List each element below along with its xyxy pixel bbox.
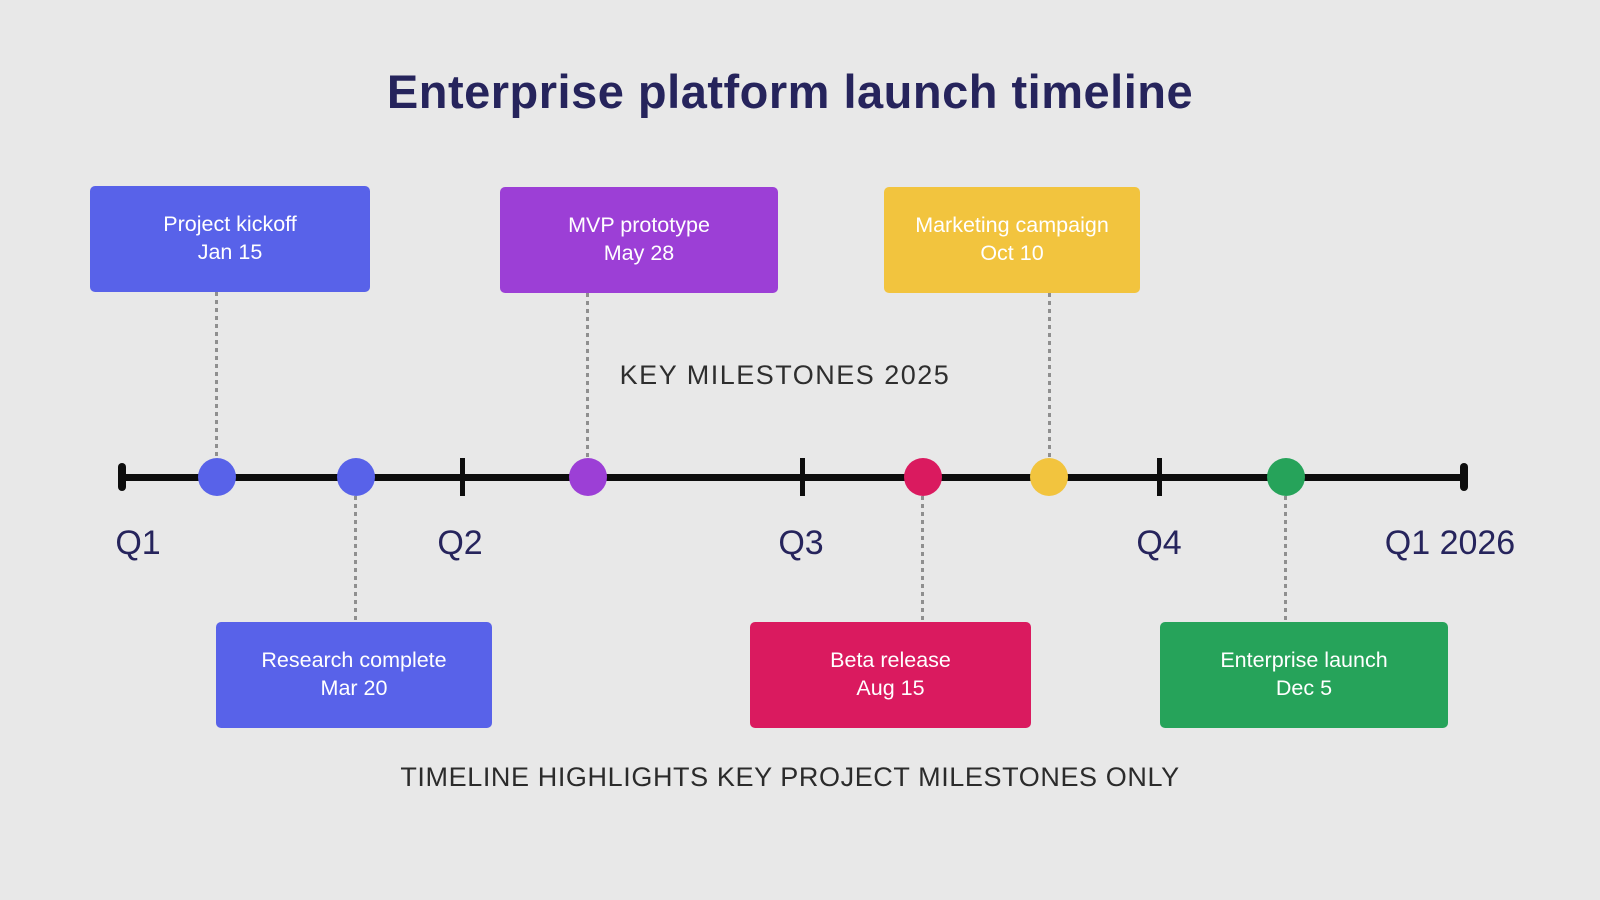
milestone-title: Project kickoff bbox=[163, 212, 297, 237]
milestone-dot-mvp-prototype bbox=[569, 458, 607, 496]
footer-caption: TIMELINE HIGHLIGHTS KEY PROJECT MILESTON… bbox=[400, 762, 1180, 792]
milestone-card-marketing-campaign: Marketing campaign Oct 10 bbox=[884, 187, 1140, 293]
milestone-title: Beta release bbox=[830, 648, 951, 673]
milestone-date: Mar 20 bbox=[320, 676, 388, 700]
milestone-date: Dec 5 bbox=[1275, 676, 1333, 700]
subtitle-key-milestones: KEY MILESTONES 2025 bbox=[619, 360, 951, 390]
axis-label-q1: Q1 bbox=[115, 524, 161, 562]
milestone-dot-beta-release bbox=[904, 458, 942, 496]
milestone-title: Research complete bbox=[261, 648, 447, 673]
axis-label-q2: Q2 bbox=[437, 524, 483, 562]
milestone-card-research-complete: Research complete Mar 20 bbox=[216, 622, 492, 728]
milestone-card-enterprise-launch: Enterprise launch Dec 5 bbox=[1160, 622, 1448, 728]
timeline-axis bbox=[122, 474, 1466, 481]
connector-line-marketing-campaign bbox=[1048, 293, 1051, 458]
connector-line-research-complete bbox=[354, 496, 357, 622]
milestone-date: Aug 15 bbox=[856, 676, 925, 700]
milestone-title: Marketing campaign bbox=[915, 213, 1109, 238]
milestone-dot-marketing-campaign bbox=[1030, 458, 1068, 496]
milestone-title: Enterprise launch bbox=[1220, 648, 1388, 673]
axis-label-q4: Q4 bbox=[1136, 524, 1182, 562]
milestone-date: Jan 15 bbox=[197, 240, 263, 264]
axis-start-cap bbox=[118, 463, 126, 491]
milestone-dot-project-kickoff bbox=[198, 458, 236, 496]
tick-q2 bbox=[460, 458, 465, 496]
connector-line-mvp-prototype bbox=[586, 293, 589, 458]
milestone-title: MVP prototype bbox=[568, 213, 710, 238]
milestone-card-beta-release: Beta release Aug 15 bbox=[750, 622, 1031, 728]
milestone-date: May 28 bbox=[603, 241, 675, 265]
connector-line-project-kickoff bbox=[215, 292, 218, 458]
connector-line-enterprise-launch bbox=[1284, 496, 1287, 622]
milestone-card-mvp-prototype: MVP prototype May 28 bbox=[500, 187, 778, 293]
axis-label-q3: Q3 bbox=[778, 524, 824, 562]
tick-q4 bbox=[1157, 458, 1162, 496]
axis-end-cap bbox=[1460, 463, 1468, 491]
milestone-card-project-kickoff: Project kickoff Jan 15 bbox=[90, 186, 370, 292]
milestone-dot-research-complete bbox=[337, 458, 375, 496]
connector-line-beta-release bbox=[921, 496, 924, 622]
page-title: Enterprise platform launch timeline bbox=[386, 65, 1194, 118]
milestone-date: Oct 10 bbox=[980, 241, 1044, 265]
tick-q3 bbox=[800, 458, 805, 496]
milestone-dot-enterprise-launch bbox=[1267, 458, 1305, 496]
axis-label-q1-2026: Q1 2026 bbox=[1384, 524, 1516, 562]
